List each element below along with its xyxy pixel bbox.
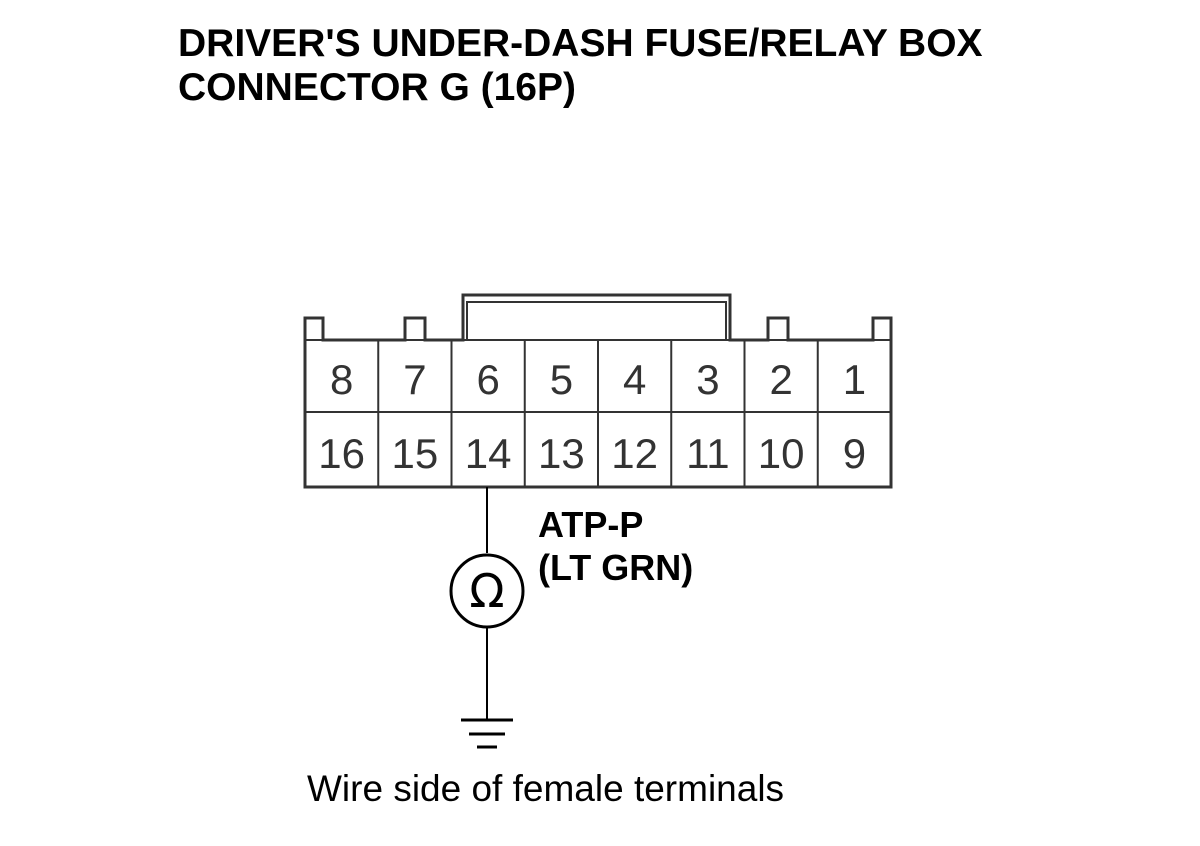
pin-2: 2 (769, 356, 792, 403)
pin-16: 16 (318, 430, 365, 477)
pin-6: 6 (476, 356, 499, 403)
title-line-2: CONNECTOR G (16P) (178, 66, 576, 109)
pin-12: 12 (611, 430, 658, 477)
pin-3: 3 (696, 356, 719, 403)
pin-13: 13 (538, 430, 585, 477)
ohm-symbol: Ω (469, 564, 504, 618)
pin-5: 5 (550, 356, 573, 403)
ground-icon (461, 718, 513, 749)
pin-8: 8 (330, 356, 353, 403)
terminal-pins: 8 7 6 5 4 3 2 1 16 15 14 13 12 11 10 9 (318, 356, 866, 477)
wire-signal-label: ATP-P (538, 504, 643, 545)
column-dividers (377, 340, 819, 487)
lock-tab-inner (466, 301, 727, 340)
pin-7: 7 (403, 356, 426, 403)
title-line-1: DRIVER'S UNDER-DASH FUSE/RELAY BOX (178, 22, 983, 65)
diagram-title: DRIVER'S UNDER-DASH FUSE/RELAY BOX CONNE… (178, 22, 983, 110)
pin-1: 1 (843, 356, 866, 403)
pin-15: 15 (392, 430, 439, 477)
wire-color-label: (LT GRN) (538, 547, 693, 588)
pin-14: 14 (465, 430, 512, 477)
pin-4: 4 (623, 356, 646, 403)
pin-9: 9 (843, 430, 866, 477)
pin-11: 11 (686, 430, 730, 477)
caption: Wire side of female terminals (307, 768, 784, 809)
pin-10: 10 (758, 430, 805, 477)
